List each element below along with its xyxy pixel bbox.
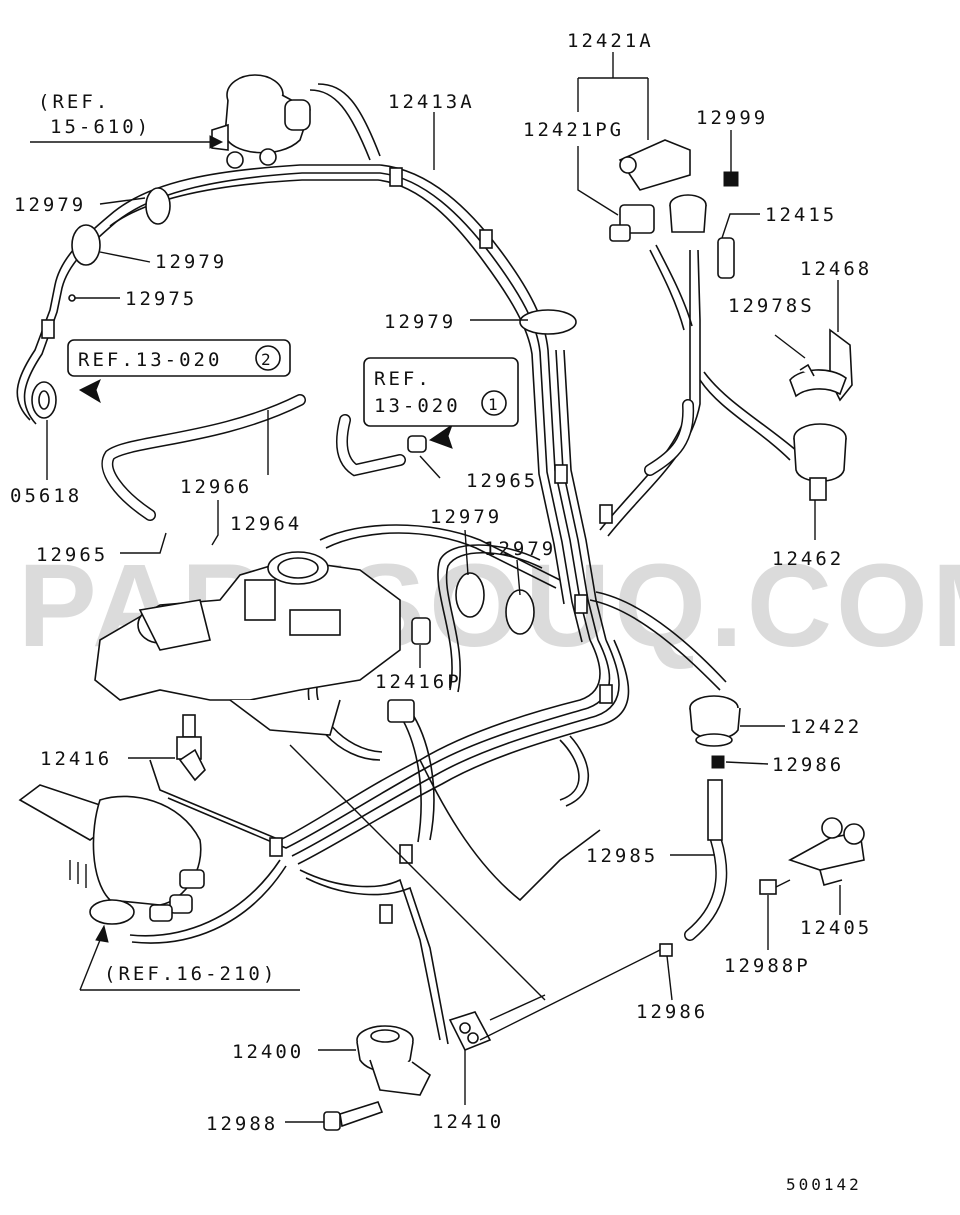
- label-12975: 12975: [125, 288, 197, 310]
- ref-13020-1-line1: REF.: [374, 368, 432, 390]
- label-12421A: 12421A: [567, 30, 654, 52]
- label-12405: 12405: [800, 917, 872, 939]
- distributor-16210: [18, 784, 205, 925]
- label-12416: 12416: [40, 748, 112, 770]
- bolt-12988P: [759, 879, 791, 895]
- label-12978S: 12978S: [728, 295, 815, 317]
- label-12979-b: 12979: [155, 251, 227, 273]
- solenoid-12421PG: [609, 139, 691, 242]
- assembly-lines: [289, 744, 661, 1041]
- clip-12986-b: [659, 943, 673, 957]
- label-05618: 05618: [10, 485, 82, 507]
- label-12988: 12988: [206, 1113, 278, 1135]
- ref-arrow-13020-1: [407, 423, 454, 453]
- label-12415: 12415: [765, 204, 837, 226]
- sensor-12416P: [387, 617, 431, 723]
- label-12964: 12964: [230, 513, 302, 535]
- label-12979-a: 12979: [14, 194, 86, 216]
- label-12979-d: 12979: [430, 506, 502, 528]
- label-12999: 12999: [696, 107, 768, 129]
- label-12965-a: 12965: [36, 544, 108, 566]
- label-12979-e: 12979: [484, 538, 556, 560]
- leader-lines: [30, 52, 841, 1123]
- ref-13020-2: REF.13-020: [78, 349, 222, 371]
- diagram-id: 500142: [786, 1175, 862, 1194]
- label-12462: 12462: [772, 548, 844, 570]
- bracket-12468: [789, 328, 853, 402]
- label-12400: 12400: [232, 1041, 304, 1063]
- engine-block: [94, 551, 401, 736]
- clip-12986-a: [711, 755, 725, 769]
- label-12413A: 12413A: [388, 91, 475, 113]
- bracket-12405: [788, 817, 865, 886]
- label-12985: 12985: [586, 845, 658, 867]
- label-12986-b: 12986: [636, 1001, 708, 1023]
- label-12416P: 12416P: [375, 671, 462, 693]
- label-12422: 12422: [790, 716, 862, 738]
- label-12468: 12468: [800, 258, 872, 280]
- egr-valve-12400: [356, 1025, 432, 1096]
- label-12988P: 12988P: [724, 955, 811, 977]
- label-12966: 12966: [180, 476, 252, 498]
- clamps: [41, 167, 613, 924]
- valve-12422: [689, 695, 741, 747]
- ref-15610-line1: (REF.: [38, 91, 110, 113]
- ref-box-13020-1: [363, 357, 519, 427]
- ref-13020-1-circle: 1: [488, 395, 498, 414]
- ref-16210: (REF.16-210): [104, 963, 277, 985]
- ref-box-13020-2: [67, 339, 291, 377]
- bolt-12988: [323, 1101, 384, 1131]
- vacuum-hose-harness: [16, 83, 799, 1045]
- sensor-12416: [176, 714, 206, 782]
- label-12965-b: 12965: [466, 470, 538, 492]
- valve-12415: [669, 194, 735, 279]
- label-12421PG: 12421PG: [523, 119, 624, 141]
- label-12410: 12410: [432, 1111, 504, 1133]
- labels: (REF. 15-610) 12421A 12421PG 12999 12413…: [10, 30, 872, 1194]
- canister-12462: [793, 423, 847, 501]
- label-12979-c: 12979: [384, 311, 456, 333]
- thermo-valve-15610: [211, 74, 311, 169]
- bolt-12999: [723, 160, 739, 187]
- label-12986-a: 12986: [772, 754, 844, 776]
- gasket-12410: [448, 1011, 492, 1052]
- ref-15610-line2: 15-610): [50, 116, 151, 138]
- valve-05618: [31, 378, 101, 419]
- hose-12964: [101, 394, 728, 941]
- ref-13020-1-line2: 13-020: [374, 395, 461, 417]
- ref-13020-2-circle: 2: [261, 350, 271, 369]
